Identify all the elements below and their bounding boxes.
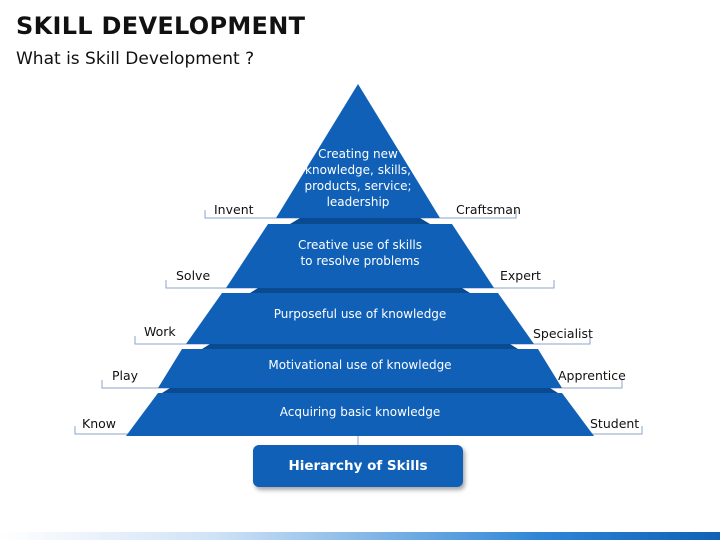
level-text-4: Acquiring basic knowledge xyxy=(279,405,441,419)
page-title: SKILL DEVELOPMENT xyxy=(16,12,306,40)
label-left-3: Play xyxy=(112,368,139,383)
bracket-right-0 xyxy=(420,210,517,219)
level-shade-2 xyxy=(202,344,518,349)
level-text-1-line-2: to resolve problems xyxy=(300,254,420,268)
bottom-accent-bar xyxy=(0,532,720,540)
level-shade-1 xyxy=(250,288,470,293)
page-subtitle: What is Skill Development ? xyxy=(16,49,255,69)
hierarchy-of-skills-label: Hierarchy of Skills xyxy=(288,458,428,474)
level-text-1-line-1: Creative use of skills xyxy=(297,238,422,252)
level-text-0-line-1: Creating new xyxy=(318,147,398,161)
level-text-1: Creative use of skills to resolve proble… xyxy=(270,237,450,269)
bracket-left-4 xyxy=(74,426,135,435)
label-right-4: Student xyxy=(590,416,640,431)
bracket-right-4 xyxy=(588,426,643,435)
bracket-right-2 xyxy=(510,336,591,345)
bracket-left-2 xyxy=(134,336,210,345)
bracket-right-3 xyxy=(550,380,623,389)
label-right-2: Specialist xyxy=(533,326,593,341)
label-left-4: Know xyxy=(82,416,116,431)
pyramid-level-2 xyxy=(186,293,534,344)
label-right-1: Expert xyxy=(500,268,541,283)
pyramid-level-4 xyxy=(126,393,594,436)
label-left-0: Invent xyxy=(214,202,254,217)
pyramid-level-3 xyxy=(158,349,562,388)
level-text-0-line-2: knowledge, skills, xyxy=(305,163,411,177)
bracket-left-3 xyxy=(101,380,170,389)
label-left-2: Work xyxy=(144,324,176,339)
label-right-0: Craftsman xyxy=(456,202,521,217)
pyramid-level-0 xyxy=(276,84,440,218)
label-right-3: Apprentice xyxy=(558,368,626,383)
level-text-2: Purposeful use of knowledge xyxy=(273,307,447,321)
bracket-lines xyxy=(74,210,643,445)
level-text-0-line-4: leadership xyxy=(326,195,390,209)
hierarchy-of-skills-button[interactable]: Hierarchy of Skills xyxy=(253,445,463,487)
pyramid-level-1 xyxy=(226,224,494,288)
level-shade-0 xyxy=(290,218,430,224)
level-text-0-line-3: products, service; xyxy=(304,179,412,193)
level-shade-3 xyxy=(162,388,558,393)
bracket-left-0 xyxy=(204,210,300,219)
label-left-1: Solve xyxy=(176,268,211,283)
level-text-3: Motivational use of knowledge xyxy=(268,358,452,372)
level-text-0: Creating new knowledge, skills, products… xyxy=(288,146,428,210)
